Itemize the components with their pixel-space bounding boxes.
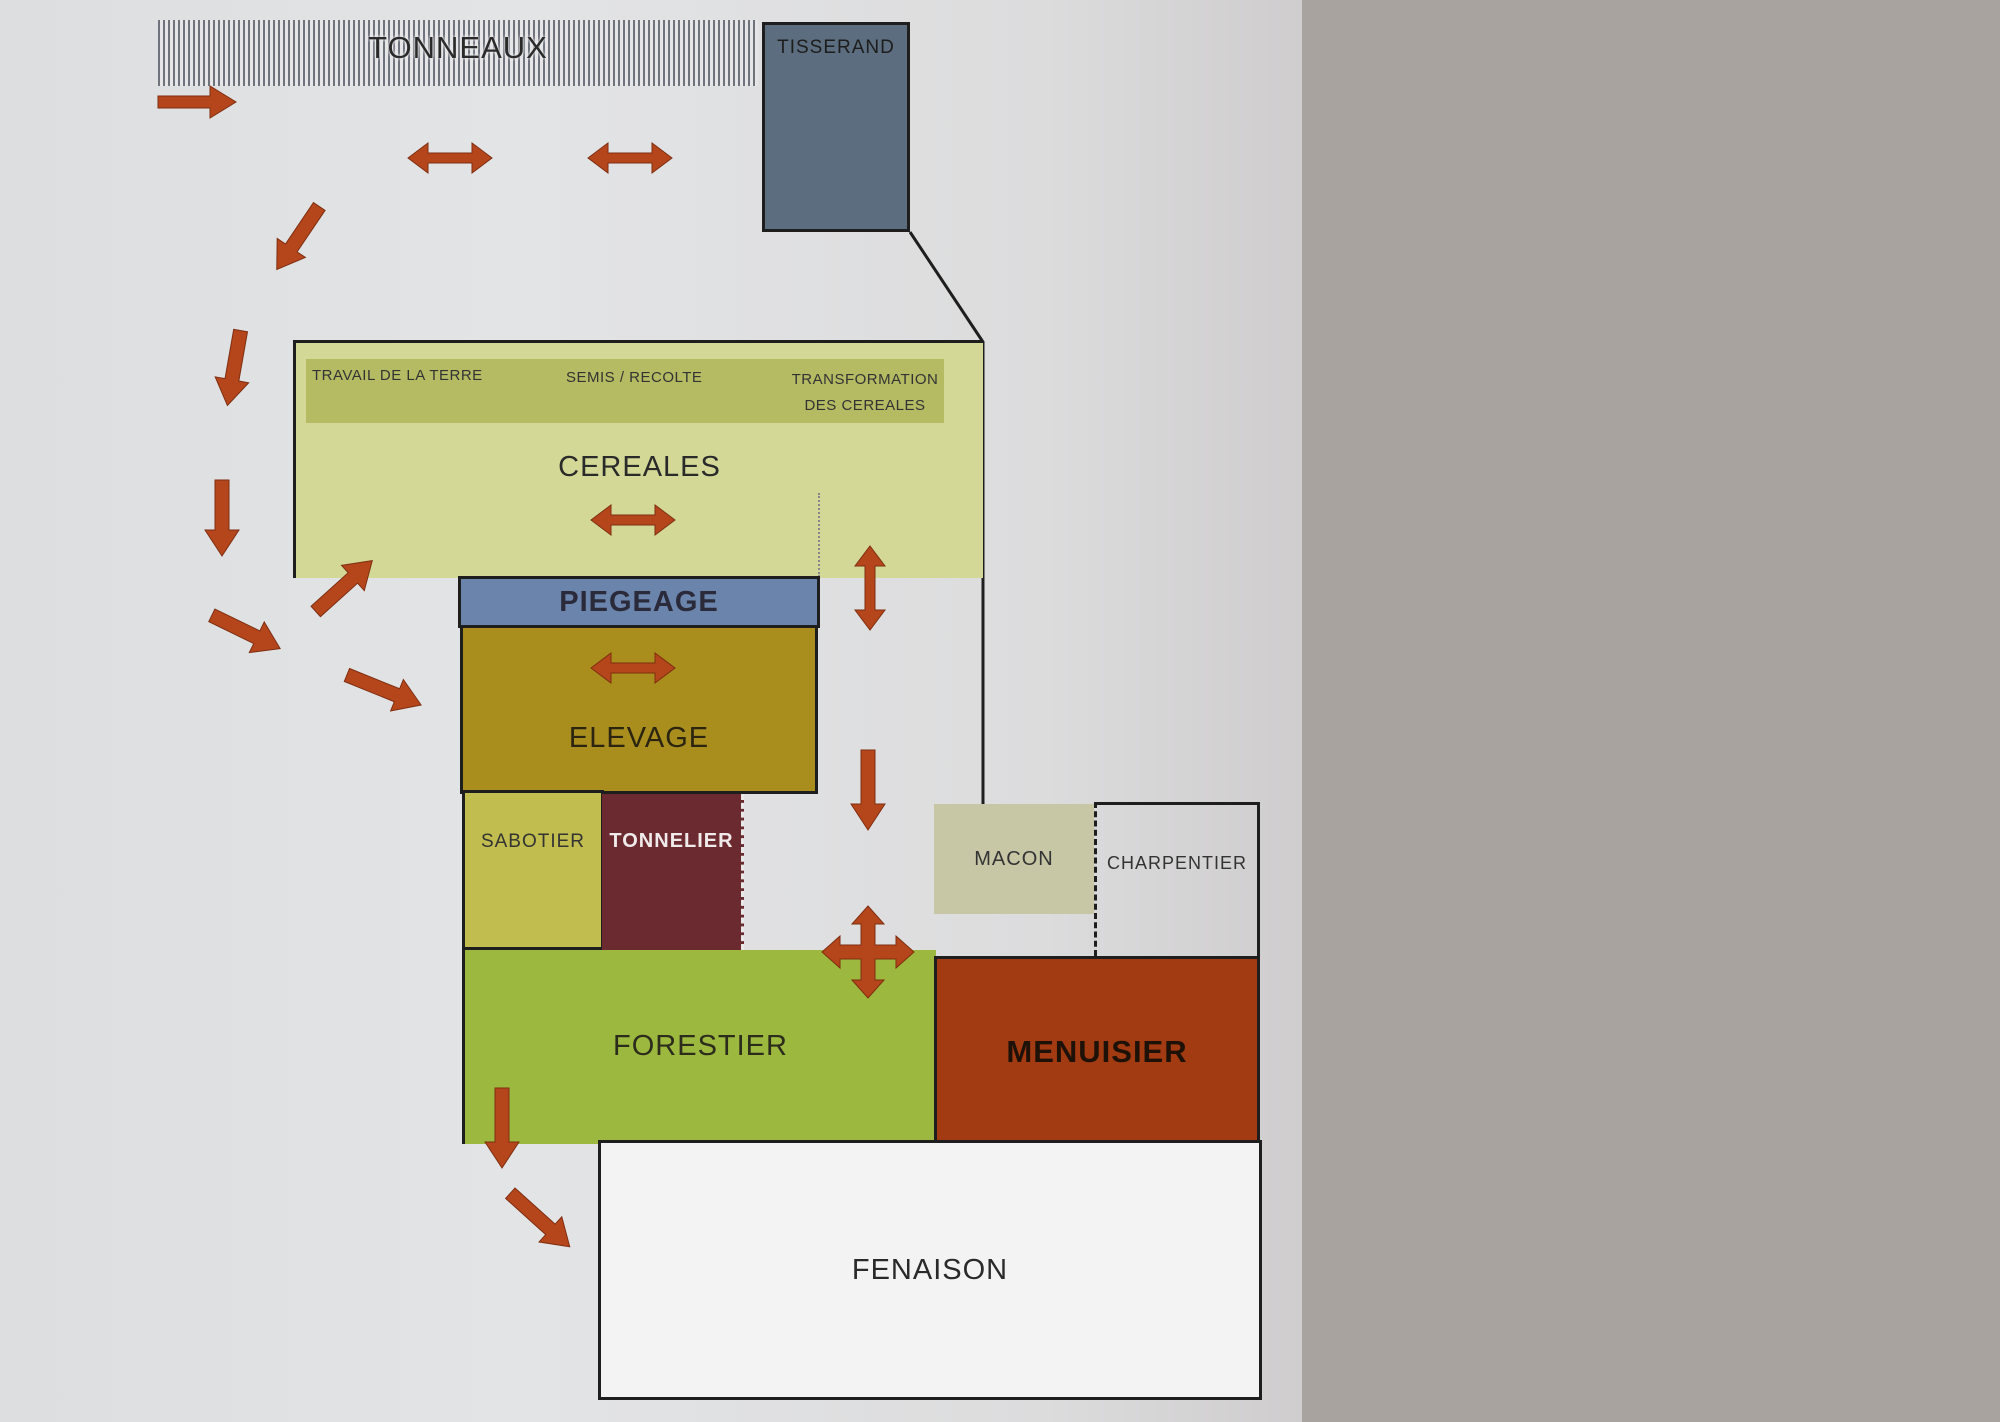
band-transformation-line1: TRANSFORMATION	[791, 371, 939, 388]
zone-macon: MACON	[934, 804, 1094, 914]
arrow-double-horizontal-icon	[407, 142, 493, 174]
forestier-label: FORESTIER	[613, 1030, 788, 1062]
tonnelier-label: TONNELIER	[609, 830, 734, 852]
tisserand-label: TISSERAND	[777, 37, 895, 58]
arrow-up-right-icon	[310, 559, 373, 618]
arrow-double-horizontal-icon	[590, 504, 676, 536]
fenaison-label: FENAISON	[851, 1253, 1009, 1286]
arrow-down-icon	[484, 1087, 520, 1169]
macon-label: MACON	[974, 847, 1054, 870]
arrow-double-horizontal-icon	[590, 652, 676, 684]
zone-elevage: ELEVAGE	[460, 628, 818, 794]
arrow-down-right-icon	[208, 608, 281, 654]
cereales-activity-band: TRAVAIL DE LA TERRE SEMIS / RECOLTE TRAN…	[306, 359, 944, 423]
arrow-right-icon	[157, 85, 237, 119]
arrow-down-right-icon	[504, 1187, 571, 1248]
zone-tisserand: TISSERAND	[762, 22, 910, 232]
arrow-down-icon	[214, 328, 250, 407]
arrow-double-vertical-icon	[854, 545, 886, 631]
band-travail-label: TRAVAIL DE LA TERRE	[312, 367, 483, 384]
zone-sabotier: SABOTIER	[462, 790, 604, 950]
band-transformation-line2: DES CEREALES	[804, 397, 926, 414]
zone-piegeage: PIEGEAGE	[458, 576, 820, 628]
zone-tonneaux: TONNEAUX	[158, 20, 758, 86]
arrow-down-icon	[204, 479, 240, 557]
zone-charpentier: CHARPENTIER	[1094, 802, 1260, 956]
charpentier-label: CHARPENTIER	[1106, 853, 1247, 873]
arrow-double-horizontal-icon	[587, 142, 673, 174]
zone-fenaison: FENAISON	[598, 1140, 1262, 1400]
band-semis-label: SEMIS / RECOLTE	[566, 369, 703, 386]
tonneaux-label: TONNEAUX	[368, 30, 548, 65]
band-transformation: TRANSFORMATION DES CEREALES	[790, 367, 940, 419]
background-panel	[1302, 0, 2000, 1422]
sabotier-label: SABOTIER	[480, 831, 586, 852]
diagram-canvas: TONNEAUX TISSERAND TRAVAIL DE LA TERRE S…	[0, 0, 1302, 1422]
arrow-down-right-icon	[343, 667, 422, 712]
cereales-dotted-divider	[818, 493, 820, 577]
elevage-label: ELEVAGE	[568, 722, 710, 754]
flow-arrows	[157, 85, 915, 1248]
zone-cereales: TRAVAIL DE LA TERRE SEMIS / RECOLTE TRAN…	[293, 340, 983, 578]
cereales-label: CEREALES	[558, 451, 721, 483]
piegeage-label: PIEGEAGE	[559, 585, 719, 618]
arrow-four-way-icon	[821, 905, 915, 999]
arrow-down-icon	[850, 749, 886, 831]
arrow-down-left-icon	[276, 201, 326, 271]
zone-tonnelier: TONNELIER	[602, 794, 744, 950]
menuisier-label: MENUISIER	[1006, 1034, 1188, 1069]
